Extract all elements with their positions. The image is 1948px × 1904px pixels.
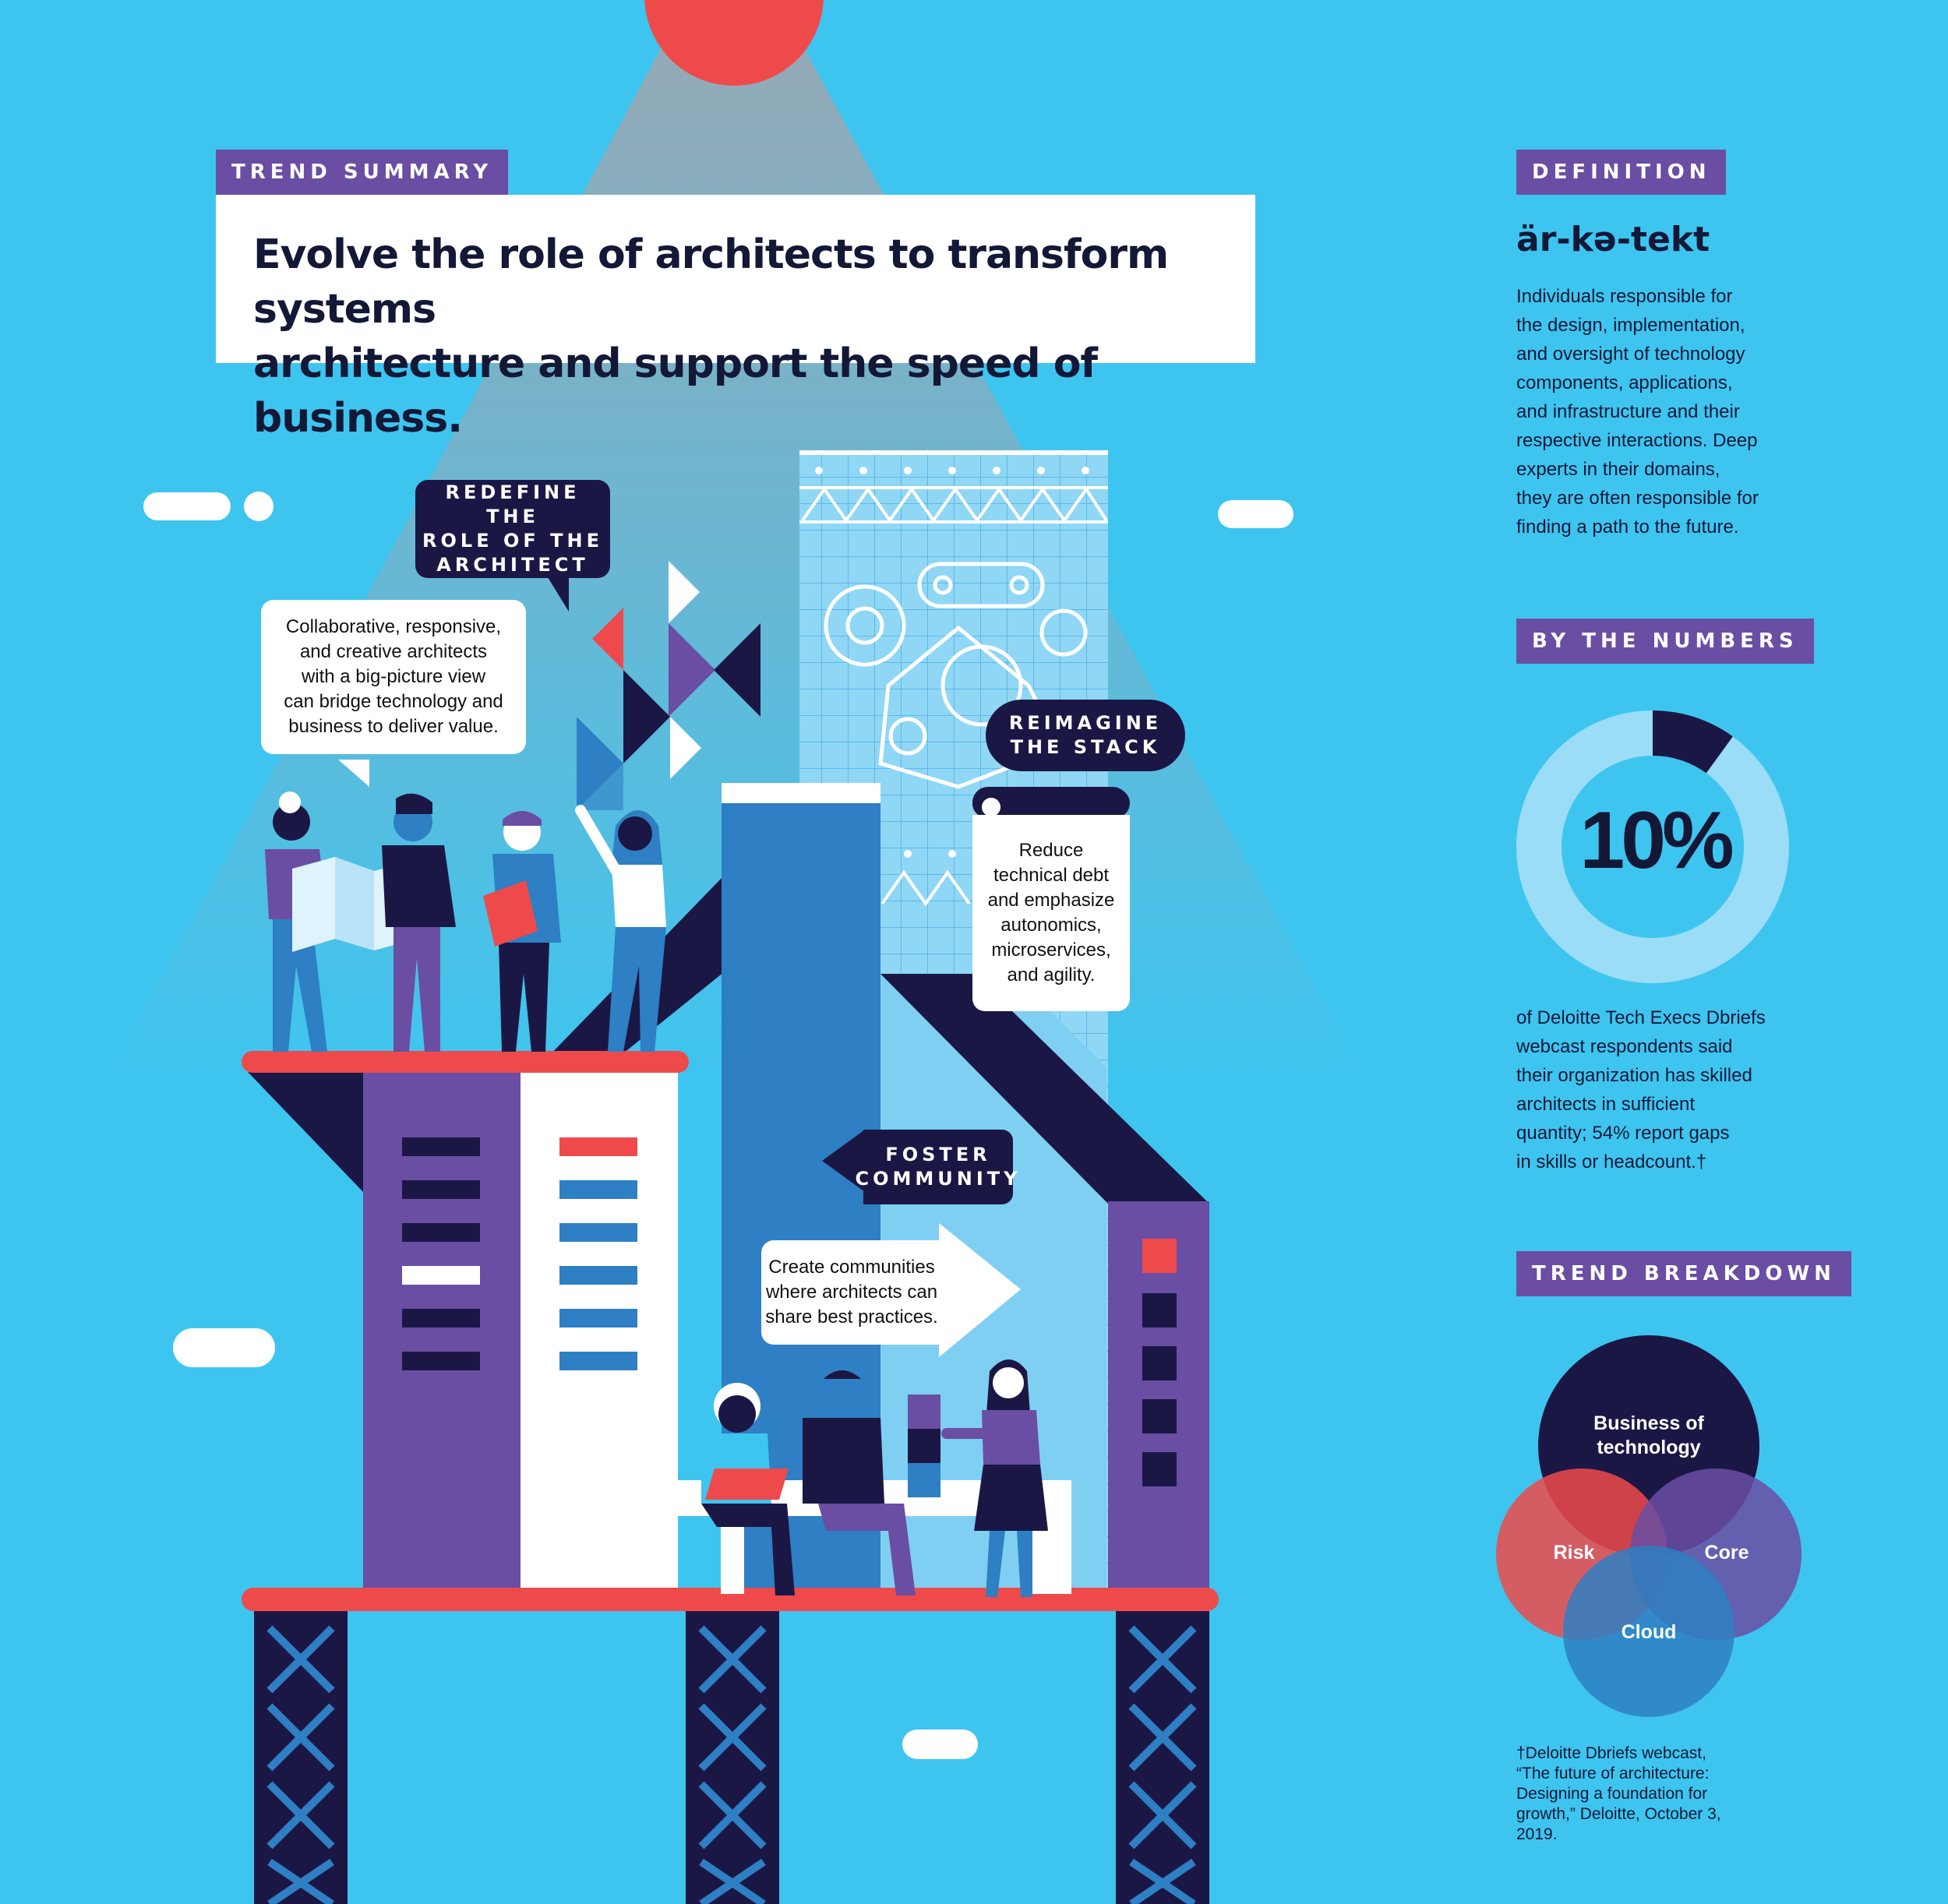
definition-line: finding a path to the future. — [1516, 517, 1739, 538]
sun — [644, 0, 824, 86]
definition-line: and oversight of technology — [1516, 344, 1745, 365]
numbers-text: of Deloitte Tech Execs Dbriefs webcast r… — [1516, 1003, 1844, 1176]
reimagine-label-line-2: THE STACK — [1010, 736, 1161, 758]
numbers-line: quantity; 54% report gaps — [1516, 1123, 1730, 1144]
trend-breakdown-tag: TREND BREAKDOWN — [1516, 1251, 1851, 1296]
foster-text-line-1: Create communities — [768, 1257, 935, 1278]
definition-line: respective interactions. Deep — [1516, 430, 1758, 451]
foster-label: FOSTER COMMUNITY — [855, 1130, 1018, 1204]
venn-label-cloud: Cloud — [1621, 1621, 1677, 1643]
footnote-line: growth,” Deloitte, October 3, — [1516, 1805, 1721, 1823]
headline-box: Evolve the role of architects to transfo… — [216, 195, 1255, 442]
footnote-line: “The future of architecture: — [1516, 1765, 1710, 1782]
redefine-label-line-1: REDEFINE THE — [445, 481, 581, 527]
definition-text: Individuals responsible for the design, … — [1516, 282, 1844, 541]
foster-label-line-1: FOSTER — [885, 1144, 991, 1165]
redefine-text-line-2: and creative architects — [299, 641, 488, 662]
percentage-donut — [1516, 710, 1789, 983]
footnote-line: Designing a foundation for — [1516, 1785, 1708, 1803]
people-group-top — [265, 792, 666, 1052]
people-group-bottom — [701, 1359, 1048, 1597]
venn-label-business-line-1: Business of — [1593, 1412, 1704, 1434]
redefine-text-line-1: Collaborative, responsive, — [285, 616, 502, 637]
reimagine-label: REIMAGINE THE STACK — [986, 700, 1185, 771]
pronunciation: är-kə-tekt — [1516, 220, 1710, 259]
numbers-line: in skills or headcount.† — [1516, 1151, 1707, 1172]
cloud — [173, 1328, 275, 1367]
trend-summary-tag: TREND SUMMARY — [216, 150, 509, 195]
definition-line: they are often responsible for — [1516, 488, 1759, 509]
definition-line: experts in their domains, — [1516, 459, 1720, 480]
reimagine-text-line-6: and agility. — [1007, 964, 1096, 985]
by-the-numbers-tag: BY THE NUMBERS — [1516, 619, 1814, 664]
reimagine-text-line-3: and emphasize — [987, 890, 1115, 911]
venn-circle-cloud — [1563, 1546, 1734, 1717]
cloud — [902, 1729, 978, 1759]
redefine-text-line-5: business to deliver value. — [288, 716, 499, 737]
foster-bubble: Create communities where architects can … — [761, 1240, 942, 1345]
venn-diagram — [1496, 1335, 1802, 1717]
numbers-line: architects in sufficient — [1516, 1094, 1695, 1115]
redefine-text-line-3: with a big-picture view — [301, 666, 486, 687]
numbers-line: webcast respondents said — [1516, 1036, 1733, 1057]
foster-text-line-2: where architects can — [765, 1282, 938, 1303]
reimagine-text-line-2: technical debt — [993, 865, 1110, 886]
numbers-line: of Deloitte Tech Execs Dbriefs — [1516, 1007, 1766, 1028]
redefine-label-line-3: ARCHITECT — [436, 554, 589, 576]
reimagine-label-line-1: REIMAGINE — [1008, 712, 1163, 734]
cloud — [143, 492, 231, 520]
venn-label-core: Core — [1704, 1542, 1749, 1564]
definition-line: Individuals responsible for — [1516, 286, 1733, 307]
venn-label-risk: Risk — [1553, 1542, 1595, 1564]
redefine-bubble: Collaborative, responsive, and creative … — [261, 600, 526, 754]
truss-legs — [254, 1611, 1209, 1904]
footnote-line: 2019. — [1516, 1825, 1558, 1843]
reimagine-bubble: Reduce technical debt and emphasize auto… — [972, 815, 1130, 1011]
redefine-label: REDEFINE THE ROLE OF THE ARCHITECT — [415, 480, 610, 578]
foster-label-line-2: COMMUNITY — [855, 1168, 1022, 1190]
venn-label-business-line-2: technology — [1597, 1437, 1701, 1458]
footnote: †Deloitte Dbriefs webcast, “The future o… — [1516, 1744, 1773, 1845]
definition-line: the design, implementation, — [1516, 315, 1745, 336]
foster-text-line-3: share best practices. — [765, 1306, 938, 1328]
definition-line: components, applications, — [1516, 372, 1733, 393]
reimagine-text-line-1: Reduce — [1018, 840, 1084, 861]
footnote-line: †Deloitte Dbriefs webcast, — [1516, 1744, 1706, 1762]
definition-tag: DEFINITION — [1516, 150, 1727, 195]
definition-line: and infrastructure and their — [1516, 401, 1740, 422]
numbers-line: their organization has skilled — [1516, 1065, 1752, 1086]
cloud — [1218, 500, 1293, 528]
reimagine-text-line-4: autonomics, — [1000, 915, 1102, 936]
venn-label-business: Business of technology — [1571, 1412, 1727, 1460]
percentage-value: 10% — [1579, 795, 1734, 886]
reimagine-text-line-5: microservices, — [991, 940, 1111, 961]
donut-value-arc — [1652, 710, 1733, 774]
redefine-label-line-2: ROLE OF THE — [422, 530, 603, 552]
redefine-text-line-4: can bridge technology and — [284, 691, 503, 712]
headline-line-1: Evolve the role of architects to transfo… — [253, 231, 1169, 333]
headline-line-2: architecture and support the speed of bu… — [253, 340, 1098, 442]
cloud — [244, 492, 273, 521]
